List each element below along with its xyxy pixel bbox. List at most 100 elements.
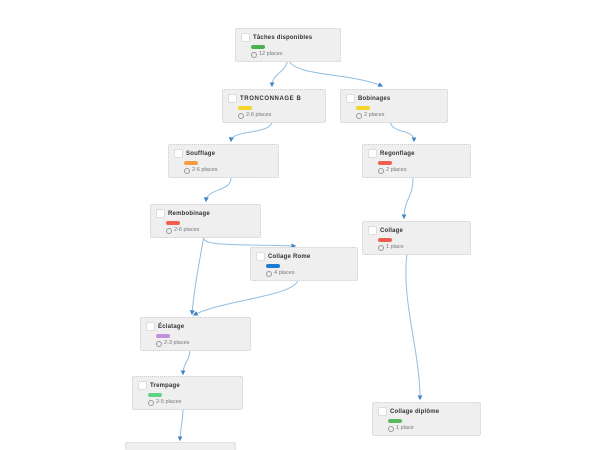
edge-n6-n9 — [189, 235, 205, 316]
node-checkbox[interactable] — [138, 381, 147, 390]
places-label: 2-3 places — [164, 340, 190, 347]
status-pill — [356, 106, 370, 110]
status-pill — [378, 161, 392, 165]
node-header: Rembobinage — [156, 209, 255, 218]
places-row: 2-3 places — [156, 341, 245, 347]
person-icon — [356, 113, 362, 119]
places-row: 12 places — [251, 52, 335, 58]
person-icon — [148, 400, 154, 406]
person-icon — [388, 426, 394, 432]
node-title: Collage — [380, 227, 404, 234]
diagram-node-n3[interactable]: Bobinages 2 places — [340, 89, 448, 123]
places-row: 1 place — [388, 426, 475, 432]
status-pill — [238, 106, 252, 110]
places-row: 4 places — [266, 271, 352, 277]
edge-n6-n7 — [203, 235, 297, 249]
places-label: 2 places — [386, 167, 407, 174]
status-pill — [184, 161, 198, 165]
places-label: 12 places — [259, 51, 283, 58]
node-header: Soufflage — [174, 149, 273, 158]
diagram-node-n12[interactable] — [125, 442, 236, 450]
diagram-node-n9[interactable]: Éclatage 2-3 places — [140, 317, 251, 351]
edge-n1-n3 — [287, 58, 384, 87]
diagram-node-n1[interactable]: Tâches disponibles 12 places — [235, 28, 341, 62]
edge-n5-n8 — [401, 177, 414, 220]
places-label: 2 places — [364, 112, 385, 119]
node-title: Tâches disponibles — [253, 34, 313, 41]
node-title: Collage diplôme — [390, 408, 440, 415]
diagram-node-n11[interactable]: Collage diplôme 1 place — [372, 402, 481, 436]
node-header: Regonflage — [368, 149, 465, 158]
edge-n2-n4 — [228, 120, 273, 143]
status-pill — [388, 419, 402, 423]
node-checkbox[interactable] — [156, 209, 165, 218]
node-title: Regonflage — [380, 150, 415, 157]
node-title: Trempage — [150, 382, 180, 389]
places-row: 2-5 places — [148, 400, 237, 406]
node-checkbox[interactable] — [228, 94, 237, 103]
status-pill — [378, 238, 392, 242]
edge-n8-n11 — [405, 252, 423, 401]
places-label: 2-6 places — [174, 227, 200, 234]
places-row: 2-6 places — [238, 113, 320, 119]
person-icon — [251, 52, 257, 58]
diagram-node-n8[interactable]: Collage 1 place — [362, 221, 471, 255]
node-checkbox[interactable] — [346, 94, 355, 103]
diagram-node-n10[interactable]: Trempage 2-5 places — [132, 376, 243, 410]
node-checkbox[interactable] — [241, 33, 250, 42]
node-header: Collage Rome — [256, 252, 352, 261]
places-label: 1 place — [386, 244, 404, 251]
person-icon — [156, 341, 162, 347]
node-title: TRONCONNAGE B — [240, 95, 302, 102]
places-label: 2-6 places — [192, 167, 218, 174]
places-row: 2-6 places — [166, 228, 255, 234]
person-icon — [238, 113, 244, 119]
node-checkbox[interactable] — [174, 149, 183, 158]
person-icon — [166, 228, 172, 234]
diagram-node-n5[interactable]: Regonflage 2 places — [362, 144, 471, 178]
node-checkbox[interactable] — [378, 407, 387, 416]
edge-n10-n12 — [177, 408, 184, 442]
node-checkbox[interactable] — [368, 226, 377, 235]
status-pill — [148, 393, 162, 397]
person-icon — [378, 168, 384, 174]
status-pill — [166, 221, 180, 225]
places-row: 2-6 places — [184, 168, 273, 174]
person-icon — [184, 168, 190, 174]
node-title: Soufflage — [186, 150, 216, 157]
node-header: Tâches disponibles — [241, 33, 335, 42]
edge-n4-n6 — [203, 177, 232, 203]
node-title: Bobinages — [358, 95, 391, 102]
places-label: 2-5 places — [156, 399, 182, 406]
person-icon — [378, 245, 384, 251]
node-header: TRONCONNAGE B — [228, 94, 320, 103]
places-row: 1 place — [378, 245, 465, 251]
node-title: Rembobinage — [168, 210, 210, 217]
node-header: Éclatage — [146, 322, 245, 331]
node-header: Bobinages — [346, 94, 442, 103]
edge-n7-n9 — [192, 278, 299, 316]
diagram-node-n2[interactable]: TRONCONNAGE B 2-6 places — [222, 89, 326, 123]
node-title: Éclatage — [158, 323, 185, 330]
node-header: Collage diplôme — [378, 407, 475, 416]
edge-n3-n5 — [389, 120, 417, 143]
places-label: 4 places — [274, 270, 295, 277]
edge-n1-n2 — [269, 58, 289, 88]
node-checkbox[interactable] — [368, 149, 377, 158]
node-title: Collage Rome — [268, 253, 311, 260]
places-label: 1 place — [396, 425, 414, 432]
person-icon — [266, 271, 272, 277]
diagram-node-n4[interactable]: Soufflage 2-6 places — [168, 144, 279, 178]
places-label: 2-6 places — [246, 112, 272, 119]
node-header: Collage — [368, 226, 465, 235]
places-row: 2 places — [356, 113, 442, 119]
places-row: 2 places — [378, 168, 465, 174]
node-checkbox[interactable] — [256, 252, 265, 261]
status-pill — [251, 45, 265, 49]
diagram-node-n7[interactable]: Collage Rome 4 places — [250, 247, 358, 281]
edge-n9-n10 — [180, 348, 191, 376]
diagram-node-n6[interactable]: Rembobinage 2-6 places — [150, 204, 261, 238]
node-checkbox[interactable] — [146, 322, 155, 331]
